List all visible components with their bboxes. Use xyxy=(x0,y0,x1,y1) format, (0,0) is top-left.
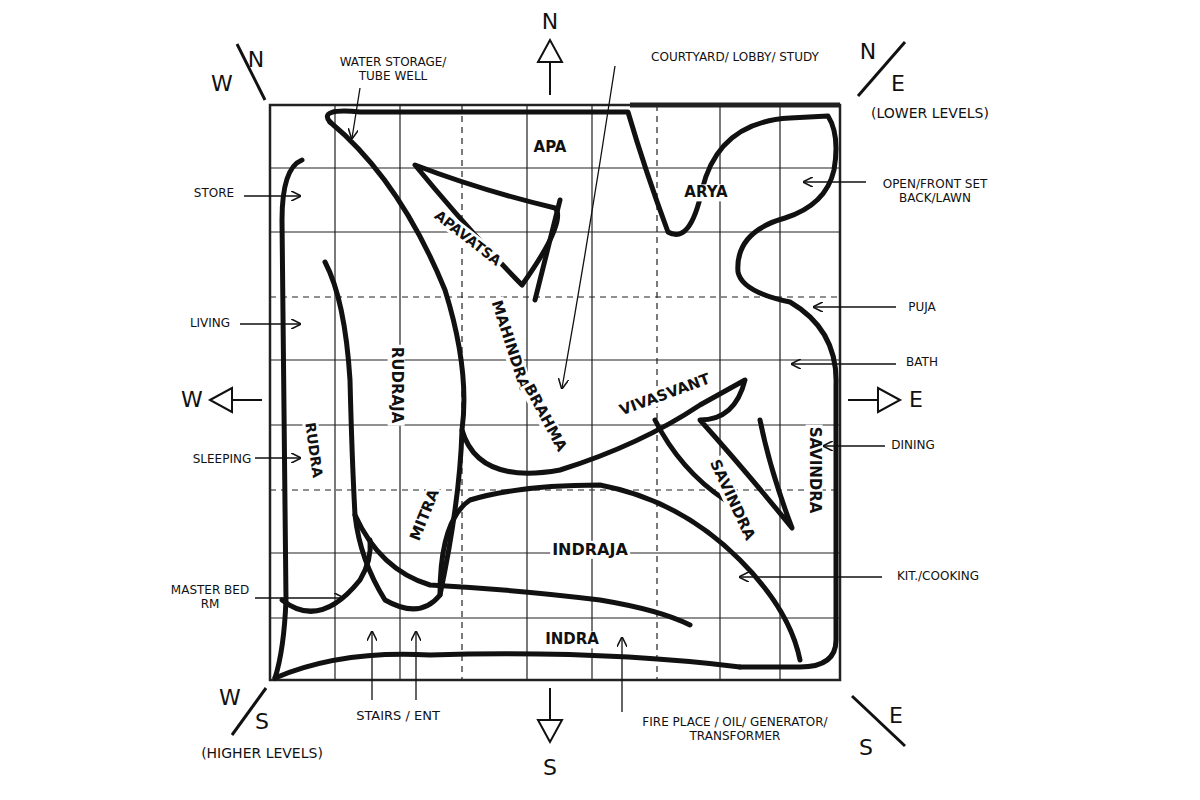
grid xyxy=(270,105,840,680)
compass-letter: W xyxy=(181,387,203,412)
compass-letter: W xyxy=(219,685,241,710)
room-label: FIRE PLACE / OIL/ GENERATOR/ TRANSFORMER xyxy=(610,716,860,744)
compass-letter: S xyxy=(859,735,873,760)
compass-letter: E xyxy=(889,703,903,728)
room-label: DINING xyxy=(891,439,935,453)
deity-name: VIVASVANT xyxy=(615,370,714,420)
compass-letter: S xyxy=(543,755,557,780)
deity-name: APAVATSA xyxy=(430,206,506,270)
deity-name: SAVINDRA xyxy=(705,455,759,545)
level-note: (LOWER LEVELS) xyxy=(871,105,989,121)
purusha-figure xyxy=(275,111,836,678)
room-label: SLEEPING xyxy=(193,453,252,467)
room-label: WATER STORAGE/ TUBE WELL xyxy=(333,56,453,84)
corner-slashes xyxy=(232,42,905,746)
room-label: COURTYARD/ LOBBY/ STUDY xyxy=(651,51,819,65)
deity-name: MITRA xyxy=(406,485,444,545)
room-label: PUJA xyxy=(908,301,936,315)
room-label: KIT./COOKING xyxy=(897,570,979,584)
deity-name: APA xyxy=(532,139,569,156)
room-label: MASTER BED RM xyxy=(170,584,250,612)
deity-name: INDRA xyxy=(543,631,601,648)
leader-lines xyxy=(240,66,896,712)
compass-letter: E xyxy=(909,387,923,412)
deity-name: MAHINDRA xyxy=(487,296,533,393)
compass-letter: S xyxy=(255,709,269,734)
room-label: OPEN/FRONT SET BACK/LAWN xyxy=(875,178,995,206)
compass-letter: W xyxy=(211,71,233,96)
deity-name: BRAHMA xyxy=(519,380,571,457)
room-label: LIVING xyxy=(190,317,230,331)
room-label: BATH xyxy=(906,356,938,370)
deity-name: ARYA xyxy=(682,184,729,201)
deity-name: RUDRA xyxy=(302,419,326,480)
deity-name: INDRAJA xyxy=(550,541,630,559)
level-note: (HIGHER LEVELS) xyxy=(201,745,323,761)
compass-arrows xyxy=(210,40,900,742)
room-label: STAIRS / ENT xyxy=(356,709,440,724)
compass-letter: N xyxy=(248,47,264,72)
room-label: STORE xyxy=(194,187,234,201)
deity-name: SAVINDRA xyxy=(805,425,822,516)
compass-letter: N xyxy=(860,39,876,64)
compass-letter: N xyxy=(542,9,558,34)
compass-letter: E xyxy=(891,71,905,96)
deity-name: RUDRAJA xyxy=(387,345,404,426)
